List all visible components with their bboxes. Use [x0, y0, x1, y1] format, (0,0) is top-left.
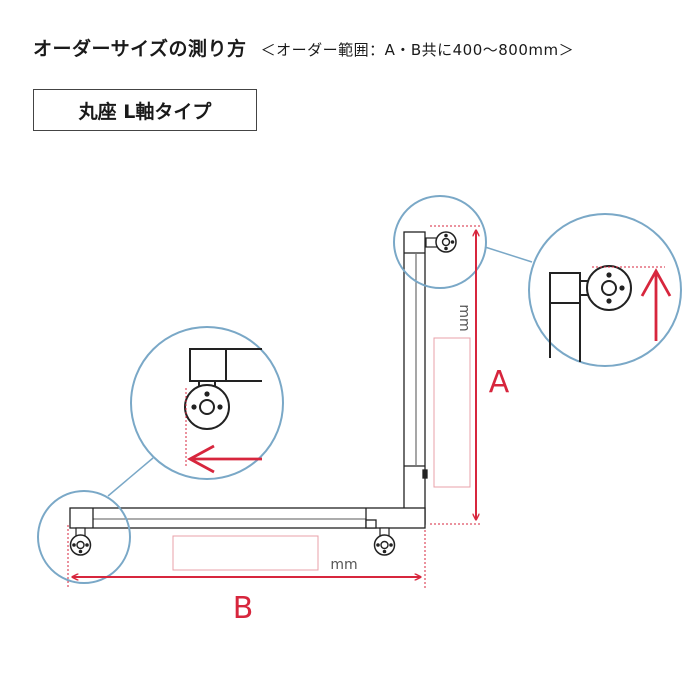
mount-plate-corner	[373, 527, 396, 556]
dimension-a-input-box	[433, 337, 471, 488]
dimension-a-letter: A	[489, 365, 510, 400]
highlight-circle-top	[393, 195, 487, 289]
l-shaped-handrail	[69, 231, 428, 529]
title-main: オーダーサイズの測り方	[33, 38, 247, 60]
zoom-connector-top	[484, 246, 533, 263]
mount-plate-left	[69, 527, 92, 556]
page-title: オーダーサイズの測り方 ＜オーダー範囲：A・B共に400〜800mm＞	[33, 34, 574, 64]
highlight-circle-left	[37, 490, 131, 584]
zoom-detail-top	[528, 213, 682, 367]
reference-lines	[67, 225, 482, 588]
zoom-connector-left	[107, 457, 154, 497]
dimension-b-letter: B	[233, 591, 254, 626]
dimension-a-unit: mm	[456, 304, 472, 331]
mount-plate-top	[425, 231, 457, 253]
type-label-box: 丸座 L軸タイプ	[33, 89, 257, 131]
order-range-note: ＜オーダー範囲：A・B共に400〜800mm＞	[260, 41, 575, 59]
zoom-detail-left	[130, 326, 284, 480]
dimension-b-input-box	[172, 535, 319, 571]
dimension-b-unit: mm	[330, 557, 357, 573]
